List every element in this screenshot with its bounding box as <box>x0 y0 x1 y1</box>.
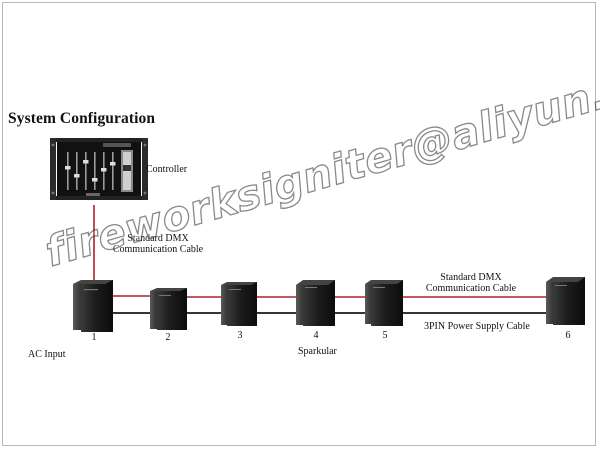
sparkular-label: Sparkular <box>298 346 337 357</box>
unit-number-4: 4 <box>313 330 319 341</box>
power-cable-label: 3PIN Power Supply Cable <box>424 321 530 332</box>
sparkular-unit-6 <box>546 277 585 325</box>
dmx-cable-label-top: Standard DMX Communication Cable <box>112 233 204 255</box>
unit-number-3: 3 <box>237 330 243 341</box>
controller-device <box>50 138 148 200</box>
dmx-cable-label-right: Standard DMX Communication Cable <box>425 272 517 294</box>
sparkular-unit-4 <box>296 280 335 326</box>
sparkular-unit-5 <box>365 280 403 326</box>
sparkular-unit-2 <box>150 288 187 330</box>
unit-number-1: 1 <box>91 332 97 343</box>
ac-input-label: AC Input <box>28 349 66 360</box>
sparkular-unit-3 <box>221 282 257 326</box>
controller-label: Controller <box>146 164 188 175</box>
diagram-title: System Configuration <box>8 110 156 127</box>
unit-number-2: 2 <box>165 332 171 343</box>
unit-number-5: 5 <box>382 330 388 341</box>
dmx-cable-chain <box>110 295 548 298</box>
unit-number-6: 6 <box>565 330 571 341</box>
sparkular-unit-1 <box>73 280 113 332</box>
image-frame <box>2 2 596 446</box>
